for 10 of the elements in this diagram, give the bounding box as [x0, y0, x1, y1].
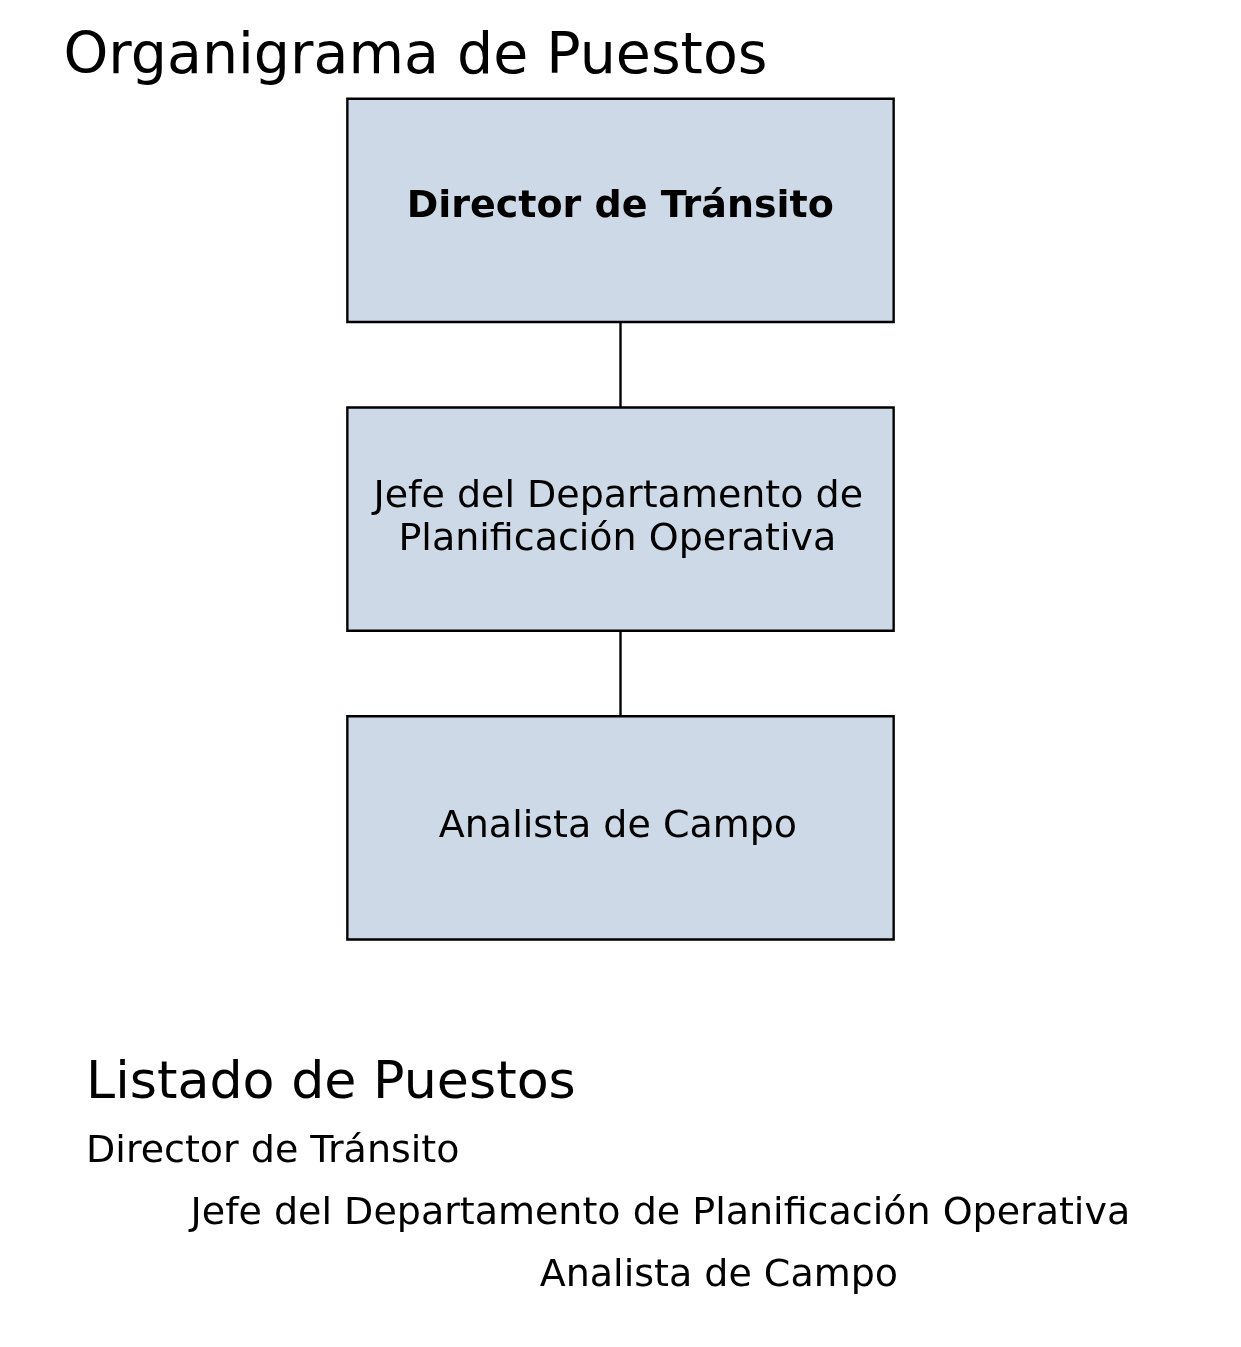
node-box: Director de Tránsito	[346, 97, 895, 324]
label: Analista de Campo	[539, 1250, 899, 1295]
diagram-title: Organigrama de Puestos	[63, 20, 768, 87]
label: Jefe del Departamento de Planificación Operativa	[190, 1189, 1131, 1234]
connector	[619, 631, 622, 716]
node-box: Jefe del Departamento de Planificación Operativa	[346, 406, 895, 632]
label: Listado de Puestos	[86, 1049, 576, 1110]
connector	[619, 322, 622, 408]
node-box: Analista de Campo	[346, 715, 895, 941]
label: Director de Tránsito	[86, 1127, 460, 1172]
